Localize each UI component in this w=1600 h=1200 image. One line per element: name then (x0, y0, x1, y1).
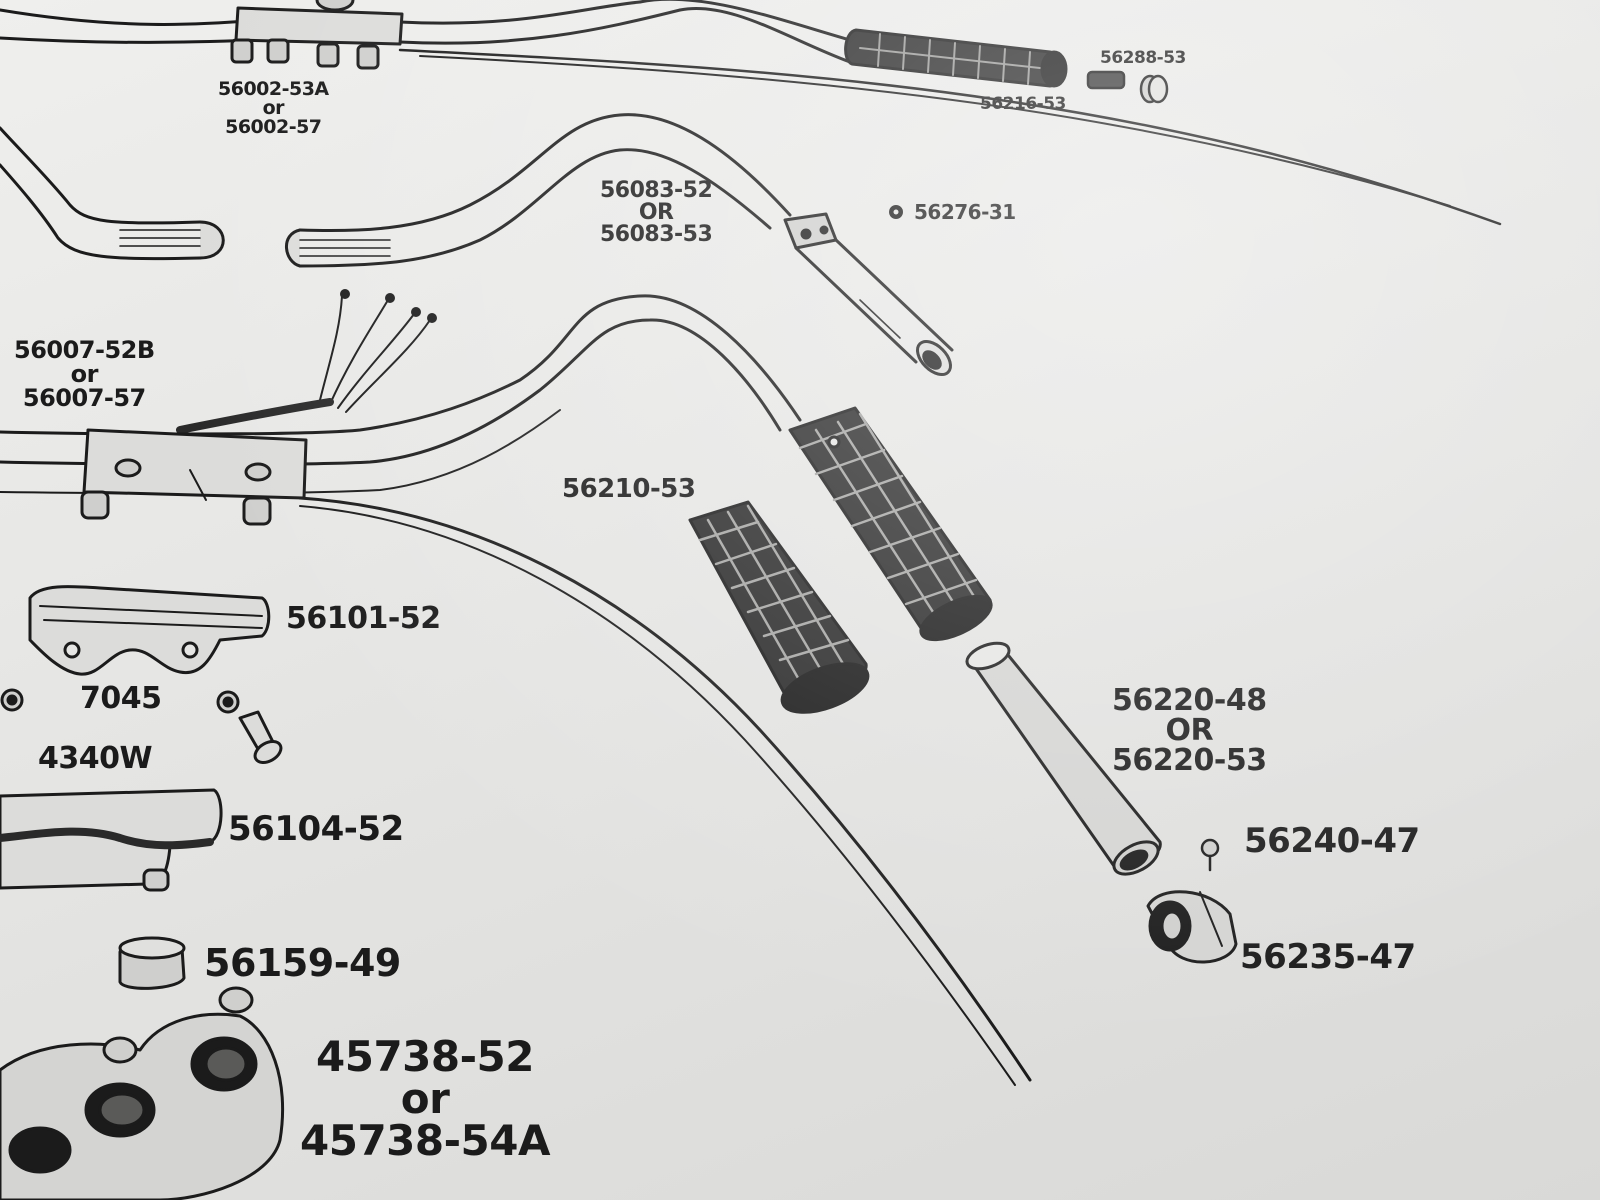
lever-housing-45738 (0, 986, 285, 1200)
switch-wires (176, 289, 437, 434)
washers-7045 (0, 688, 240, 714)
grip-56210 (688, 500, 870, 714)
switch-housing-56101 (28, 585, 271, 676)
small-screw-56276 (889, 205, 903, 219)
label-56002-line1: 56002-53A (218, 78, 329, 100)
top-handlebar (0, 0, 1502, 226)
label-56288: 56288-53 (1100, 48, 1186, 68)
label-45738-line2: or (400, 1074, 450, 1123)
top-spring-screw (1086, 70, 1169, 104)
label-45738-line3: 45738-54A (300, 1116, 551, 1165)
label-56104: 56104-52 (228, 809, 404, 849)
top-grip (844, 28, 1068, 88)
label-56083-line3: 56083-53 (600, 222, 713, 247)
label-56083-line2: OR (638, 200, 674, 225)
middle-handlebar (0, 113, 954, 376)
collar-56235 (1146, 890, 1238, 964)
label-56220-line1: 56220-48 (1112, 683, 1267, 718)
screw-4340w (238, 710, 283, 764)
label-56002-line3: 56002-57 (225, 116, 322, 138)
label-56159: 56159-49 (204, 941, 401, 985)
label-56220: 56220-48 OR 56220-53 (1112, 686, 1267, 776)
label-56220-line3: 56220-53 (1112, 743, 1267, 778)
label-45738: 45738-52 or 45738-54A (300, 1032, 551, 1165)
label-56002: 56002-53A or 56002-57 (218, 80, 329, 137)
label-56083: 56083-52 OR 56083-53 (600, 178, 713, 247)
label-56216: 56216-53 (980, 94, 1066, 114)
label-56083-line1: 56083-52 (600, 178, 713, 203)
label-56240: 56240-47 (1244, 821, 1420, 861)
label-56007-line2: or (70, 360, 99, 388)
spacer-56159 (118, 936, 186, 990)
label-56002-line2: or (262, 97, 285, 119)
label-56007: 56007-52B or 56007-57 (14, 338, 155, 410)
screw-56240 (1200, 838, 1220, 872)
clamp-56104 (0, 788, 223, 892)
throttle-sleeve-56220 (965, 641, 1162, 876)
label-56235: 56235-47 (1240, 937, 1416, 977)
label-56220-line2: OR (1165, 713, 1214, 748)
label-56101: 56101-52 (286, 601, 441, 636)
front-grip-installed (788, 406, 993, 642)
top-clamp-block (230, 0, 404, 70)
label-7045: 7045 (80, 681, 162, 716)
label-56007-line1: 56007-52B (14, 336, 155, 364)
label-56276: 56276-31 (914, 200, 1016, 224)
label-56007-line3: 56007-57 (22, 384, 146, 412)
label-4340w: 4340W (38, 741, 153, 776)
label-56210: 56210-53 (562, 474, 696, 504)
front-clamp-block (80, 428, 308, 526)
label-45738-line1: 45738-52 (316, 1032, 535, 1081)
